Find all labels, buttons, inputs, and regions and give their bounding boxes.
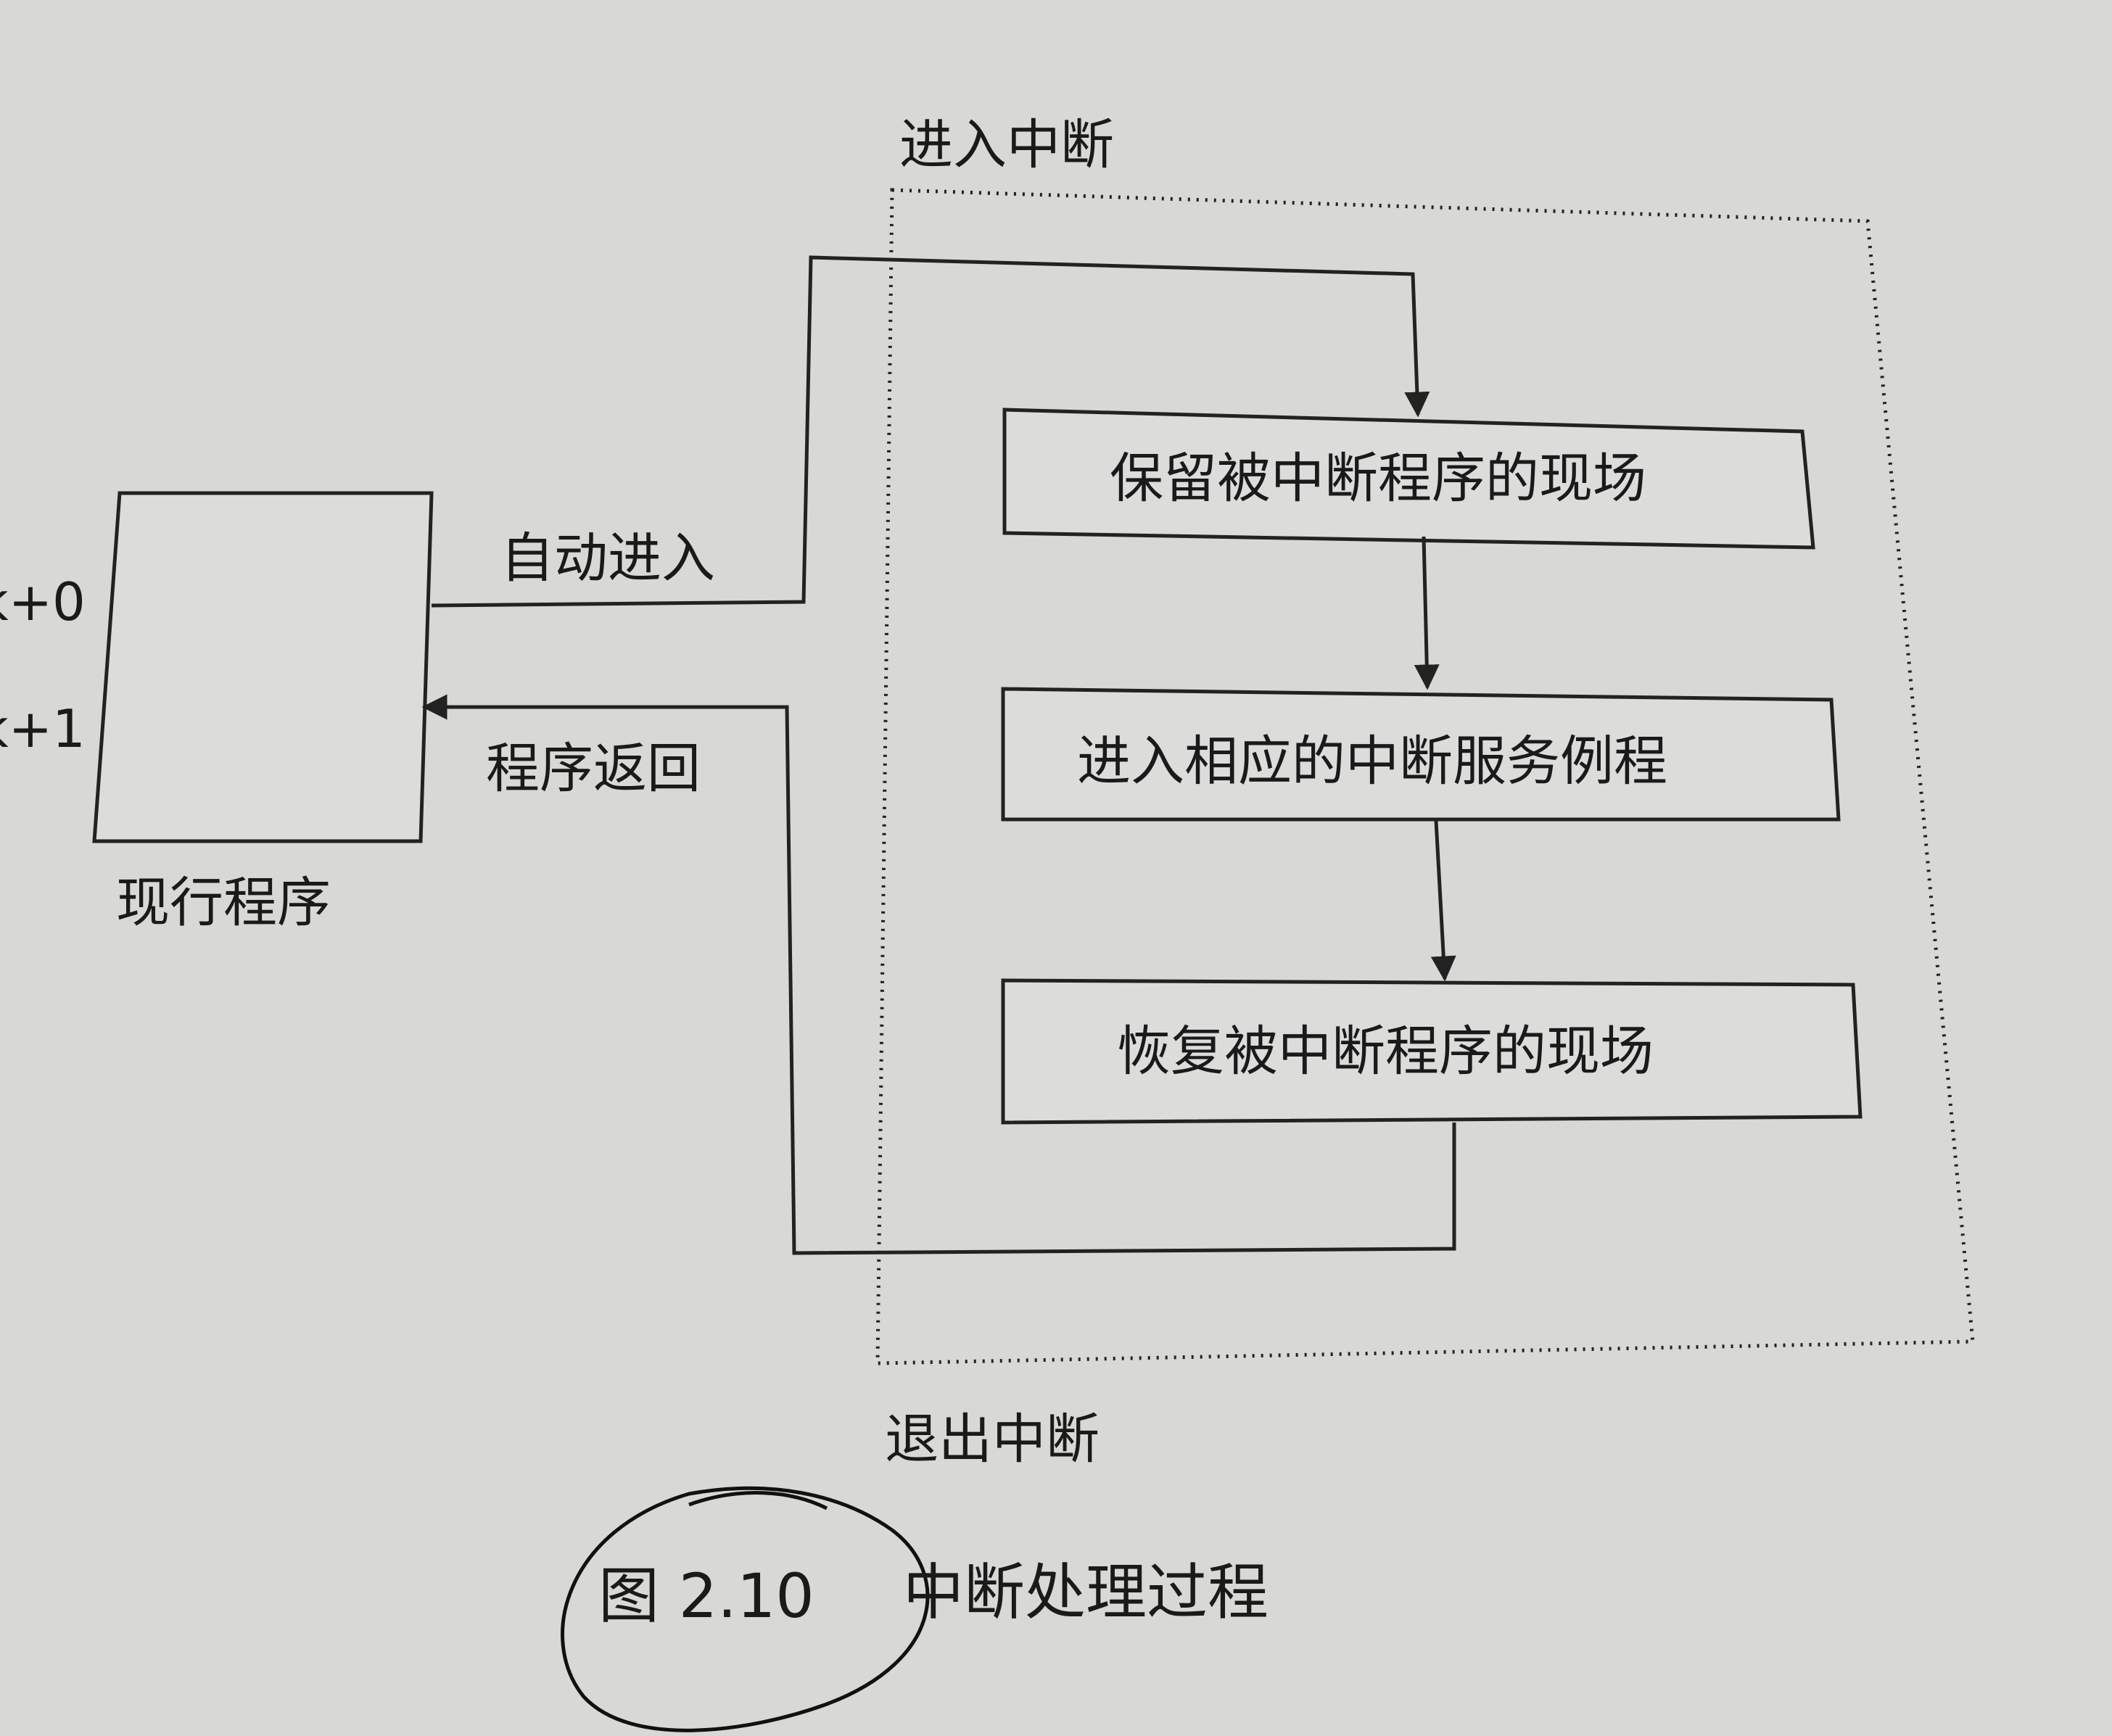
step-box-restore-context: [1001, 978, 1863, 1125]
side-label-k0: k+0: [0, 571, 86, 632]
program-return-label: 程序返回: [486, 737, 701, 800]
auto-enter-arrow: [431, 255, 1430, 608]
current-program-label: 现行程序: [116, 872, 331, 934]
step-box-save-context: [1002, 408, 1815, 550]
exit-interrupt-label: 退出中断: [885, 1408, 1100, 1471]
step-label-service-routine: 进入相应的中断服务例程: [1077, 730, 1667, 793]
arrow-save-to-service: [1414, 536, 1440, 690]
enter-interrupt-label: 进入中断: [899, 114, 1114, 176]
step-label-restore-context: 恢复被中断程序的现场: [1117, 1020, 1654, 1083]
caption-number: 图 2.10: [598, 1561, 814, 1632]
hand-drawn-circle-stroke: [688, 1491, 828, 1510]
arrow-service-to-restore: [1430, 820, 1456, 982]
auto-enter-label: 自动进入: [500, 527, 715, 590]
current-program-box: [92, 491, 434, 843]
caption-title: 中断处理过程: [903, 1557, 1269, 1628]
step-box-service-routine: [1001, 687, 1841, 822]
hand-drawn-circle: [561, 1486, 930, 1732]
program-return-arrow: [421, 694, 1456, 1255]
side-label-k1: k+1: [0, 698, 86, 759]
step-label-save-context: 保留被中断程序的现场: [1110, 447, 1646, 510]
